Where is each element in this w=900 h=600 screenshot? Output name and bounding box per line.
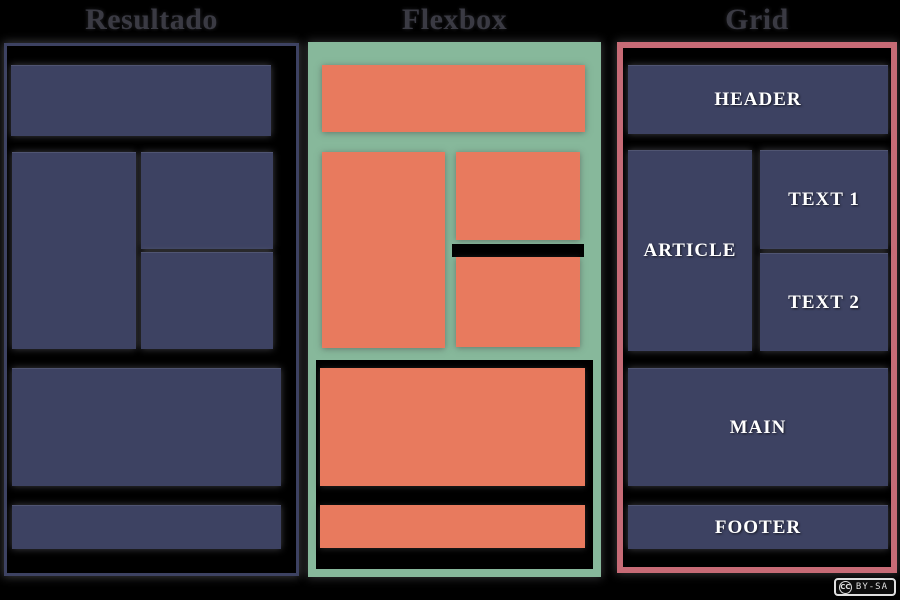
flexbox-text-gap (452, 244, 584, 257)
result-panel (4, 43, 299, 576)
grid-header-box: HEADER (628, 65, 888, 134)
flexbox-text2-box (456, 257, 580, 347)
result-text2-box (141, 252, 273, 349)
flexbox-main-box (320, 368, 585, 486)
flexbox-footer-box (320, 505, 585, 548)
result-main-box (12, 368, 281, 486)
panel-title-result: Resultado (85, 3, 218, 36)
cc-license-label: BY-SA (855, 582, 888, 592)
cc-icon: CC (838, 580, 852, 594)
grid-article-box: ARTICLE (628, 150, 752, 351)
flexbox-panel (308, 42, 601, 577)
grid-footer-box: FOOTER (628, 505, 888, 549)
flexbox-middle-container (316, 150, 593, 360)
result-footer-box (12, 505, 281, 549)
grid-text2-box: TEXT 2 (760, 253, 888, 351)
flexbox-header-box (322, 65, 585, 132)
result-header-box (11, 65, 271, 136)
result-text1-box (141, 152, 273, 249)
panel-title-flexbox: Flexbox (401, 3, 508, 36)
cc-license-badge: CC BY-SA (833, 578, 896, 596)
result-article-box (12, 152, 136, 349)
flexbox-text1-box (456, 152, 580, 240)
flexbox-article-box (322, 152, 445, 348)
flexbox-header-container (316, 50, 593, 150)
grid-main-box: MAIN (628, 368, 888, 486)
grid-text2-label: TEXT 2 (788, 291, 860, 313)
grid-footer-label: FOOTER (714, 516, 802, 538)
grid-text1-label: TEXT 1 (788, 189, 860, 210)
grid-text1-box: TEXT 1 (760, 150, 888, 249)
grid-main-label: MAIN (729, 416, 787, 438)
grid-article-label: ARTICLE (643, 240, 737, 261)
grid-header-label: HEADER (714, 89, 802, 110)
grid-panel: HEADER ARTICLE TEXT 1 TEXT 2 MAIN FOOTER (617, 42, 897, 573)
panel-title-grid: Grid (725, 3, 789, 36)
